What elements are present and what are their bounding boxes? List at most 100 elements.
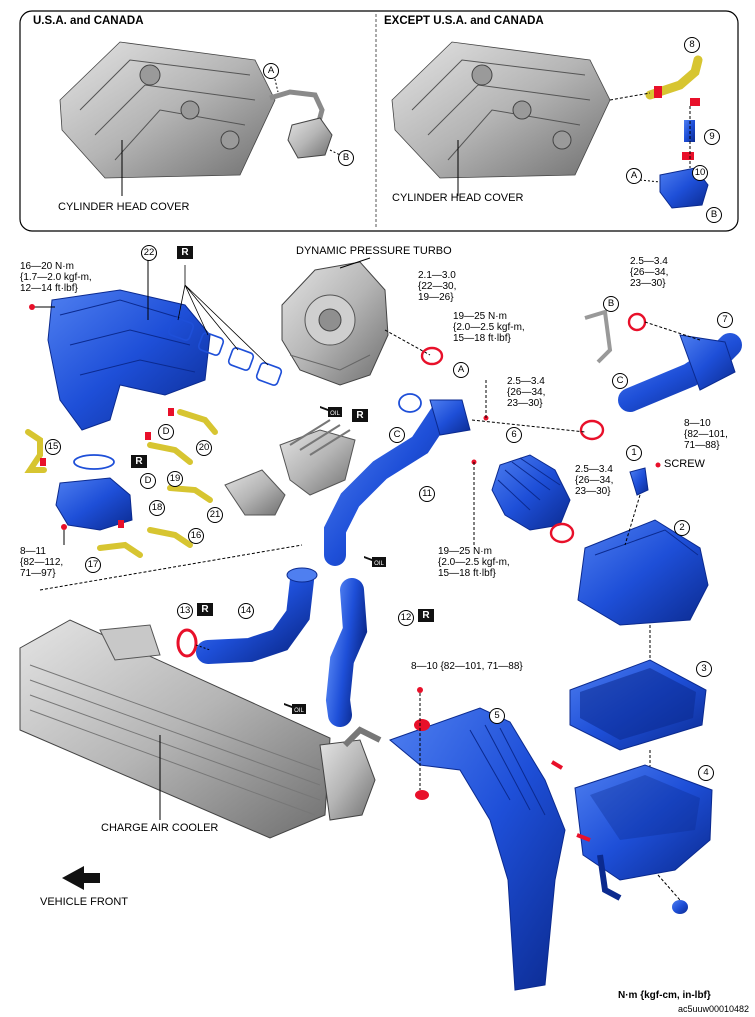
bolt — [61, 524, 67, 530]
torque-duct5: 8—10 {82—101, 71—88} — [411, 661, 523, 672]
torque-manifold: 16—20 N·m{1.7—2.0 kgf-m,12—14 ft·lbf} — [20, 261, 92, 294]
dash — [657, 874, 681, 901]
case-detail — [590, 775, 700, 840]
cover-detail — [594, 529, 699, 556]
dash — [195, 644, 211, 651]
part-number-callout: 9 — [704, 129, 720, 145]
torque-clamp-6: 2.5—3.4{26—34,23—30} — [575, 464, 614, 497]
part-number-callout: 12 — [398, 610, 414, 626]
part-number-callout: 17 — [85, 557, 101, 573]
oil-text: OIL — [374, 561, 384, 567]
hose-14-end — [286, 567, 318, 583]
letter-callout: B — [706, 207, 722, 223]
duct-grommet — [415, 790, 429, 800]
replace-mark: R — [197, 603, 213, 616]
letter-callout: D — [140, 473, 156, 489]
part-number-callout: 1 — [626, 445, 642, 461]
filter-inner — [580, 668, 696, 740]
part-label-turbo: DYNAMIC PRESSURE TURBO — [296, 245, 452, 257]
hose-17 — [97, 541, 143, 558]
pipe-11 — [324, 404, 451, 566]
bolt — [29, 304, 35, 310]
oil-text: OIL — [330, 411, 340, 417]
leader — [639, 179, 661, 183]
gasket-ring — [73, 454, 115, 470]
duct-ribs — [469, 724, 546, 816]
part-label-cylinder-head-cover-right: CYLINDER HEAD COVER — [392, 192, 524, 204]
leader — [339, 257, 371, 269]
clamp-8 — [654, 86, 662, 98]
clamp-8b — [690, 98, 700, 106]
part-number-callout: 11 — [419, 486, 435, 502]
sensor-1 — [629, 467, 649, 496]
part-label-vehicle-front: VEHICLE FRONT — [40, 896, 129, 908]
egr-cooler — [224, 469, 286, 516]
inset-frame — [19, 10, 739, 232]
pipe-11-flange — [429, 399, 471, 436]
pipe-bracket — [584, 309, 613, 364]
letter-callout: C — [612, 373, 628, 389]
hose-20 — [177, 409, 218, 435]
torque-bolt-lower: 8—11{82—112,71—97} — [20, 546, 64, 579]
torque-pipe11: 19—25 N·m{2.0—2.5 kgf-m,15—18 ft·lbf} — [438, 546, 510, 579]
turbo-gasket — [398, 393, 422, 413]
part-number-callout: 2 — [674, 520, 690, 536]
letter-callout: C — [389, 427, 405, 443]
part-number-callout: 7 — [717, 312, 733, 328]
dash — [624, 494, 641, 546]
letter-callout: A — [453, 362, 469, 378]
part-number-callout: 13 — [177, 603, 193, 619]
intake-manifold-22 — [47, 289, 211, 431]
heat-shield — [279, 429, 356, 496]
letter-callout: D — [158, 424, 174, 440]
letter-callout: B — [338, 150, 354, 166]
replace-mark: R — [177, 246, 193, 259]
dash — [384, 329, 431, 356]
hose-8 — [645, 55, 703, 100]
r-bracket — [177, 265, 269, 366]
part-number-callout: 10 — [692, 165, 708, 181]
part-number-callout: 16 — [188, 528, 204, 544]
part-number-callout: 8 — [684, 37, 700, 53]
breather-hose-left — [269, 89, 325, 126]
torque-turbo-clamp: 2.1—3.0{22—30,19—26} — [418, 270, 457, 303]
replace-mark: R — [418, 609, 434, 622]
egr-valve-18 — [55, 477, 133, 531]
hose-21 — [167, 485, 213, 503]
turbo-clamp — [420, 346, 444, 366]
grommet — [672, 900, 688, 914]
part-number-callout: 22 — [141, 245, 157, 261]
hose-16 — [147, 527, 193, 548]
part-number-callout: 19 — [167, 471, 183, 487]
part-number-callout: 6 — [506, 427, 522, 443]
letter-callout: A — [626, 168, 642, 184]
oil-can-icon: OIL — [284, 703, 306, 714]
replace-mark: R — [352, 409, 368, 422]
hose-19 — [147, 442, 193, 465]
clamp-6a — [579, 419, 605, 441]
letter-callout: A — [263, 63, 279, 79]
breather-valve-left — [287, 117, 333, 159]
torque-turbo-bolt: 19—25 N·m{2.0—2.5 kgf-m,15—18 ft·lbf} — [453, 311, 525, 344]
part-number-callout: 3 — [696, 661, 712, 677]
bolt — [417, 687, 423, 693]
region-label-except: EXCEPT U.S.A. and CANADA — [384, 15, 544, 27]
vehicle-front-arrow — [62, 866, 100, 890]
oil-text: OIL — [294, 708, 304, 714]
part-number-callout: 20 — [196, 440, 212, 456]
screw — [655, 462, 661, 468]
part-label-screw: SCREW — [664, 458, 705, 470]
clamp-13 — [176, 628, 198, 658]
cylinder-head-cover-left — [59, 41, 276, 179]
clamp-9 — [682, 152, 694, 160]
case-clip — [550, 760, 564, 770]
leader — [273, 74, 279, 93]
part-label-charge-air-cooler: CHARGE AIR COOLER — [101, 822, 219, 834]
region-label-usa: U.S.A. and CANADA — [33, 15, 144, 27]
air-duct-5 — [389, 707, 566, 991]
case-clip — [576, 833, 591, 842]
figure-code: ac5uuw00010482 — [678, 1004, 750, 1014]
air-cleaner-cover-2 — [577, 519, 709, 626]
